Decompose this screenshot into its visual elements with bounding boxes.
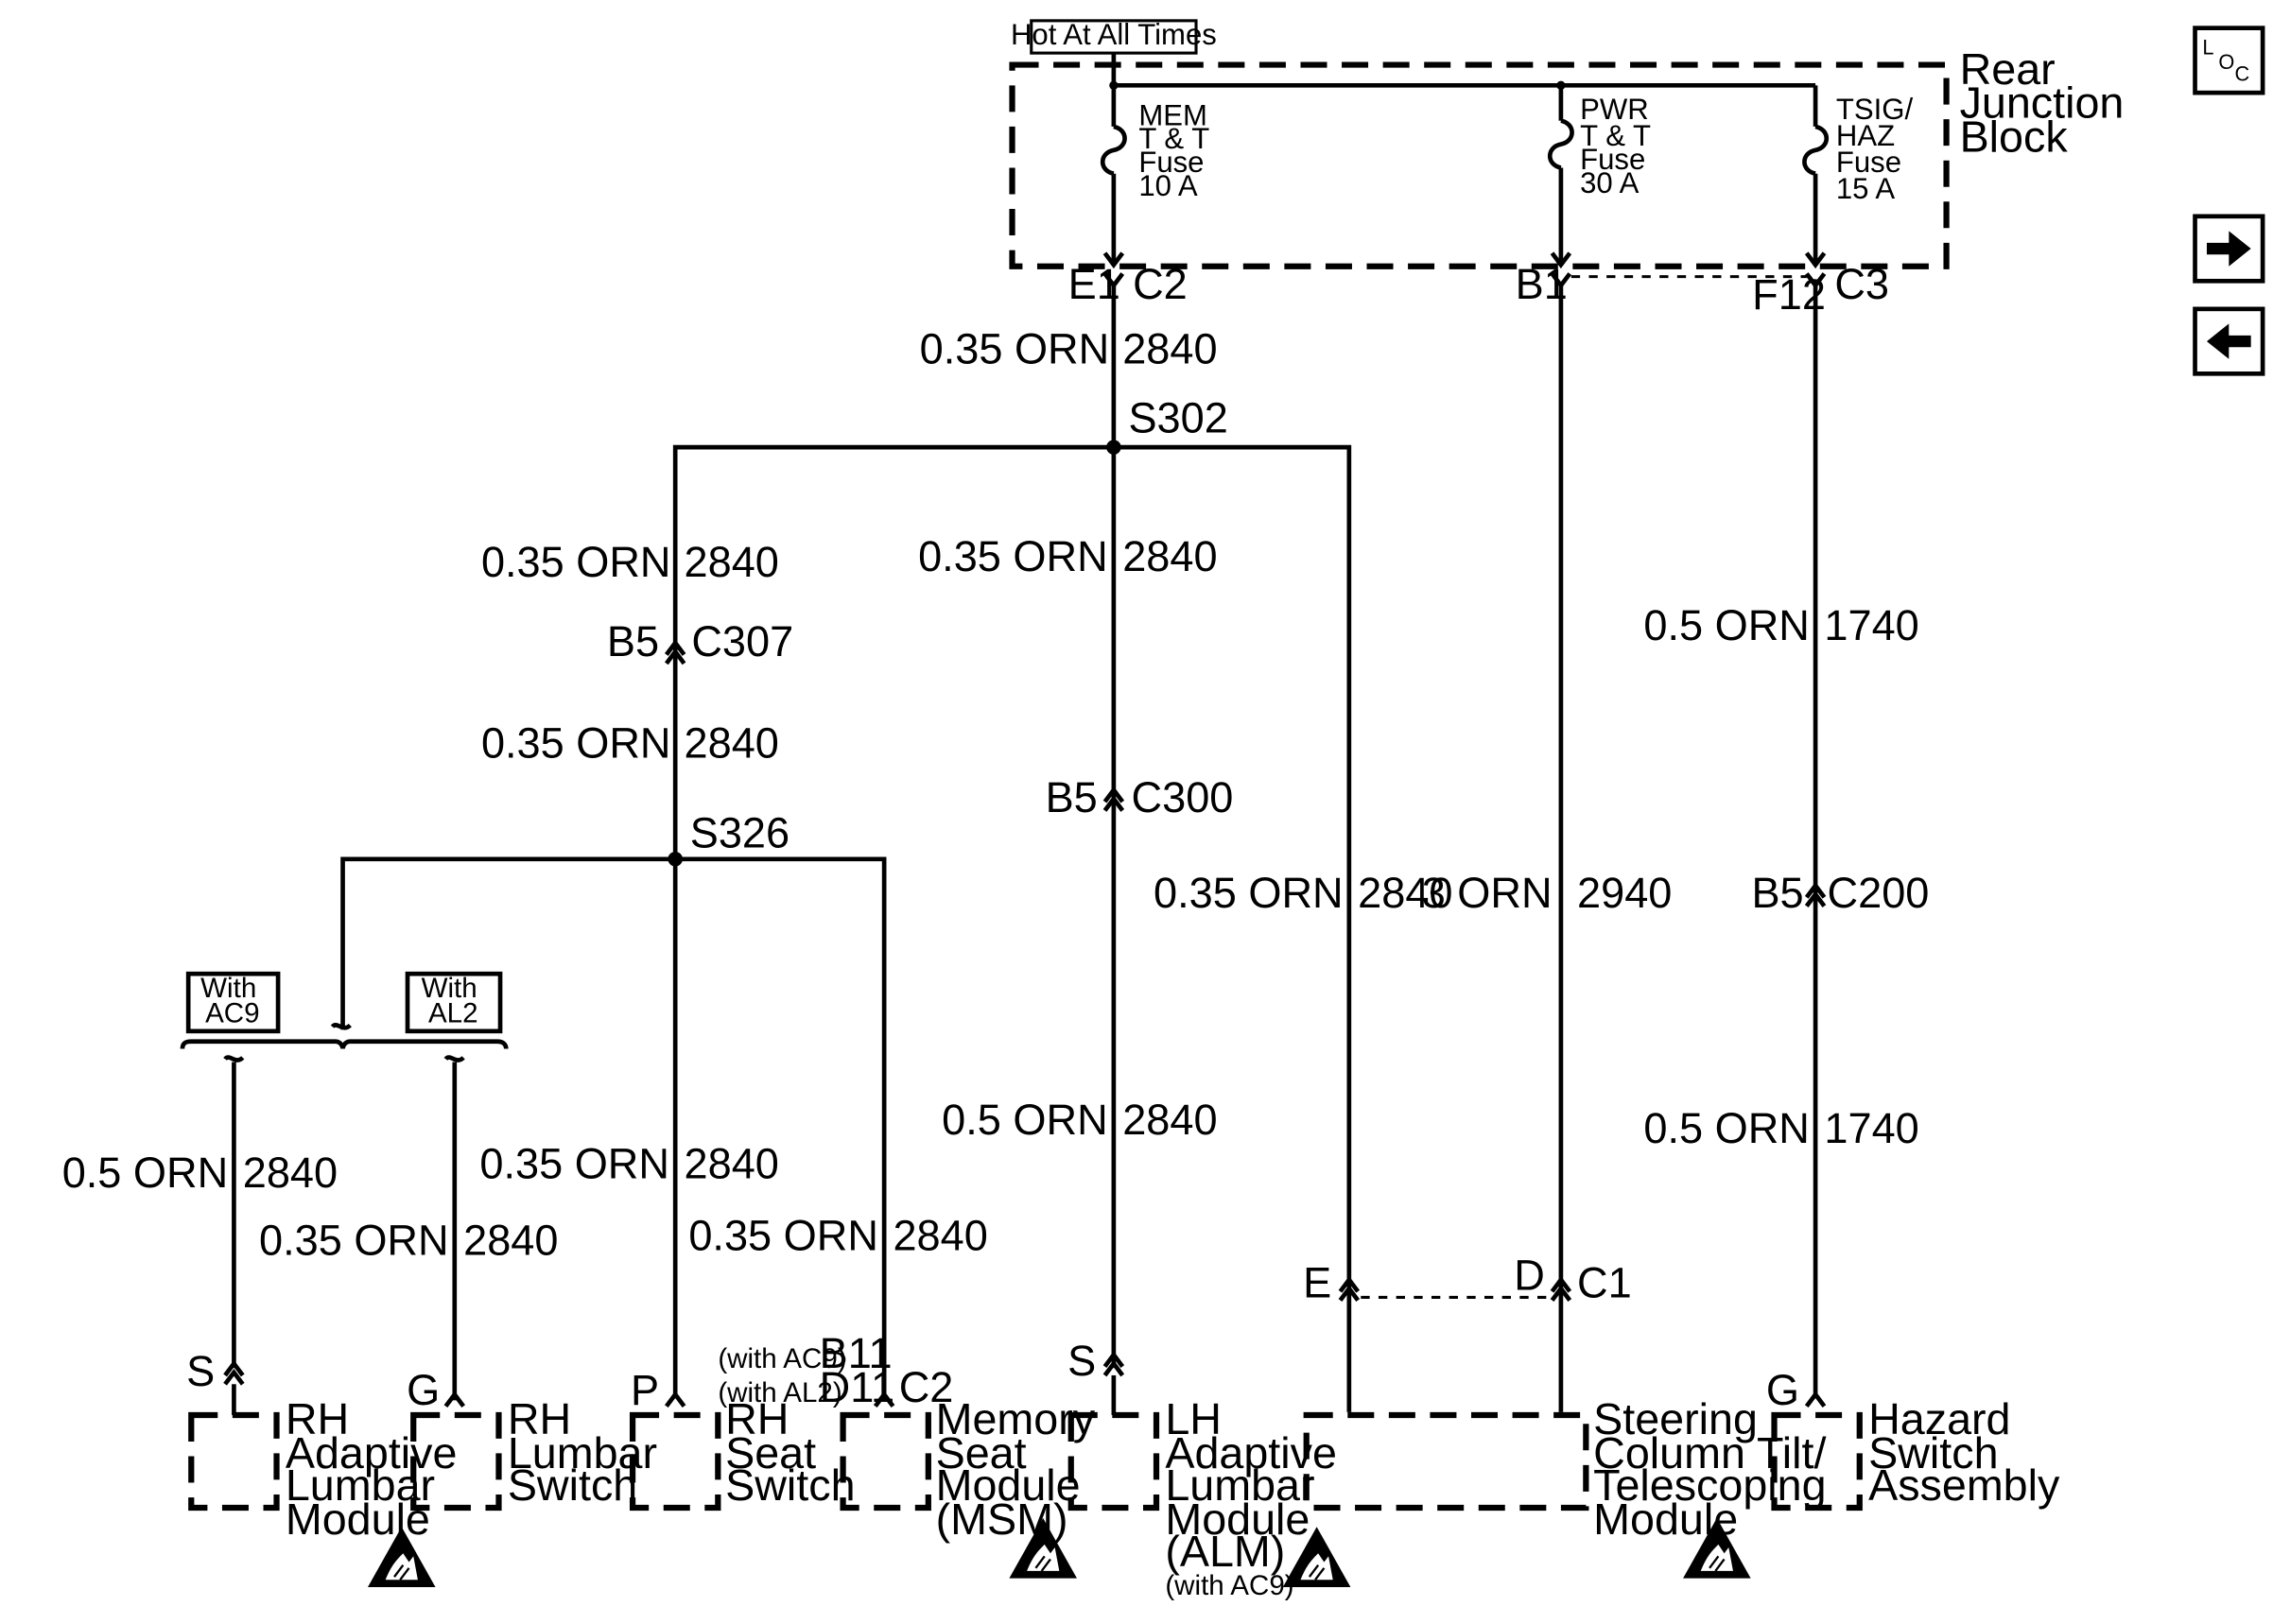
s302-branch-wires	[672, 444, 1352, 1412]
wire-msm-circuit: 2840	[893, 1212, 987, 1260]
wire-mid1-circuit: 2840	[1122, 532, 1217, 580]
location-button[interactable]: L O C	[2193, 26, 2265, 95]
wire-haz1-size: 0.5 ORN	[1643, 601, 1809, 649]
power-source-label: Hot At All Times	[1011, 18, 1217, 55]
c307-connector-mark	[664, 639, 686, 656]
wire-w1-circuit: 2840	[1122, 324, 1217, 372]
splice-s326-label: S326	[690, 808, 789, 856]
wire-haz2-size: 0.5 ORN	[1643, 1104, 1809, 1152]
wire-left2-size: 0.35 ORN	[481, 718, 671, 767]
wire-mid2-size: 0.5 ORN	[942, 1096, 1107, 1144]
wire-rh-lumbar-circuit: 2840	[463, 1216, 558, 1264]
previous-page-button[interactable]	[2193, 306, 2265, 376]
hazard-switch-assembly: G Hazard Switch Assembly	[1766, 1366, 2060, 1512]
msm-pin-note1: (with AC9)	[718, 1343, 846, 1374]
location-letter-l: L	[2202, 36, 2213, 60]
c1-pin-e: E	[1303, 1258, 1331, 1306]
connector-c3: C3	[1834, 260, 1889, 308]
wire-pwr-circuit: 2940	[1577, 869, 1672, 917]
hazard-label: Hazard Switch Assembly	[1868, 1394, 2060, 1510]
location-letter-c: C	[2235, 62, 2250, 86]
arrow-left-icon	[2206, 323, 2251, 359]
splice-s302-label: S302	[1128, 394, 1227, 442]
lh-adaptive-lumbar-module: S LH Adaptive Lumbar Module (ALM) (with …	[1067, 1337, 1352, 1601]
wire-msm-size: 0.35 ORN	[688, 1212, 878, 1260]
c200-pin: B5	[1751, 869, 1803, 917]
option-ac9-box	[185, 971, 281, 1034]
c307-label: C307	[691, 617, 793, 665]
msm-pin1: B11	[820, 1329, 893, 1377]
rh-adaptive-lumbar-module: S RH Adaptive Lumbar Module	[186, 1347, 470, 1589]
c307-pin: B5	[607, 617, 659, 665]
lh-alm-note: (with AC9)	[1165, 1570, 1293, 1601]
wire-rh-alm-circuit: 2840	[243, 1149, 338, 1197]
wire-left2-circuit: 2840	[685, 718, 779, 767]
rh-alm-label: RH Adaptive Lumbar Module	[286, 1394, 470, 1544]
steering-column-module: Steering Column Tilt/ Telescoping Module	[1303, 1394, 1838, 1580]
fuse-mem-tt: MEM T & T Fuse 10 A	[1100, 85, 1218, 269]
wire-mid1-size: 0.35 ORN	[918, 532, 1108, 580]
wire-left1-circuit: 2840	[685, 538, 779, 586]
rear-junction-block-label: Rear Junction Block	[1960, 44, 2137, 162]
hot-at-all-times-text: Hot At All Times	[1011, 18, 1217, 51]
next-page-button[interactable]	[2193, 214, 2265, 284]
wire-steer-size: 0.35 ORN	[1154, 869, 1344, 917]
c300-connector-mark	[1102, 786, 1125, 803]
option-al2-box	[405, 971, 503, 1034]
option-ac9-label: With AC9	[200, 973, 264, 1028]
option-selector: With AC9 With AL2	[180, 971, 509, 1063]
rh-lumbar-pin: G	[407, 1366, 440, 1414]
wire-haz2-circuit: 1740	[1824, 1104, 1918, 1152]
rh-alm-pin: S	[186, 1347, 215, 1395]
rh-seat-pin: P	[631, 1366, 659, 1414]
lh-alm-pin: S	[1067, 1337, 1096, 1385]
rh-seat-label: RH Seat Switch	[725, 1394, 855, 1510]
fuse-pwr-tt: PWR T & T Fuse 30 A	[1547, 85, 1659, 269]
wire-haz1-circuit: 1740	[1824, 601, 1918, 649]
msm-pin-note2: (with AL2)	[718, 1377, 842, 1408]
wire-seat-size: 0.35 ORN	[479, 1139, 669, 1187]
wire-steer-circuit: 2840	[1358, 869, 1452, 917]
fuse-pwr-label: PWR T & T Fuse 30 A	[1580, 93, 1659, 199]
fuse-mem-label: MEM T & T Fuse 10 A	[1138, 98, 1218, 202]
c200-label: C200	[1828, 869, 1930, 917]
rear-junction-block-outline	[1009, 61, 1950, 269]
c1-pin-d: D	[1514, 1252, 1545, 1300]
wire-left1-size: 0.35 ORN	[481, 538, 671, 586]
msm-pin2: D11	[820, 1363, 894, 1411]
fuse-tsig-haz: TSIG/ HAZ Fuse 15 A	[1802, 85, 1921, 269]
wire-w1-size: 0.35 ORN	[920, 324, 1110, 372]
s326-branch-wires	[340, 856, 887, 1398]
c300-pin: B5	[1046, 773, 1098, 821]
c200-connector-mark	[1804, 881, 1827, 899]
wire-rh-lumbar-size: 0.35 ORN	[259, 1216, 449, 1264]
c1-label: C1	[1577, 1258, 1632, 1306]
connector-c2-jb: C2	[1133, 260, 1188, 308]
location-letter-o: O	[2218, 50, 2234, 74]
jb-connectors: E1 C2 B1 F12 C3	[1068, 260, 1889, 319]
c1-connector: E D C1	[1303, 1252, 1632, 1307]
wire-mid2-circuit: 2840	[1122, 1096, 1217, 1144]
arrow-right-icon	[2206, 231, 2251, 267]
wire-pwr-size: 3 ORN	[1422, 869, 1553, 917]
memory-seat-module: (with AC9) B11 (with AL2) D11 C2 Memory …	[718, 1329, 1107, 1580]
steering-label: Steering Column Tilt/ Telescoping Module	[1593, 1394, 1838, 1544]
fuse-tsig-label: TSIG/ HAZ Fuse 15 A	[1836, 93, 1921, 205]
msm-label: Memory Seat Module (MSM)	[936, 1394, 1107, 1544]
option-al2-label: With AL2	[422, 973, 485, 1028]
c300-label: C300	[1132, 773, 1234, 821]
rh-seat-switch: P RH Seat Switch	[629, 1366, 856, 1512]
msm-connector: C2	[899, 1363, 954, 1411]
wire-seat-circuit: 2840	[685, 1139, 779, 1187]
hazard-pin: G	[1766, 1366, 1799, 1414]
wire-rh-alm-size: 0.5 ORN	[62, 1149, 228, 1197]
